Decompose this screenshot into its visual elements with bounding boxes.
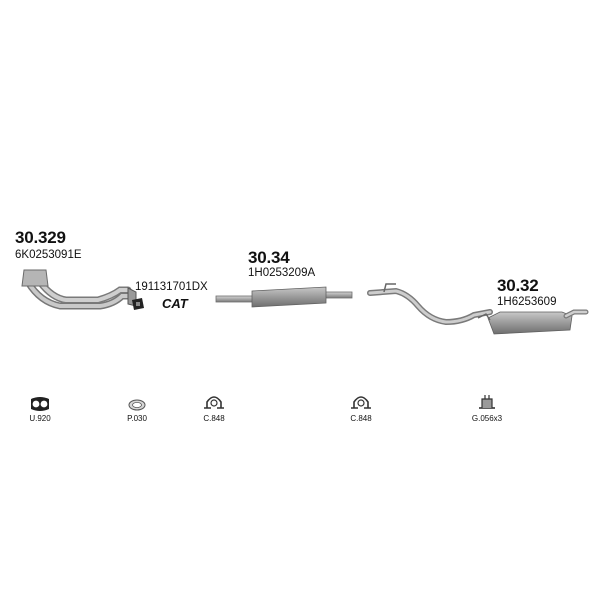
part-number-front-pipe: 30.329 [15,228,66,247]
clamp-icon [204,396,224,409]
accessory-label-clamp-1: C.848 [203,414,225,423]
accessory-label-rubber-mount: G.056x3 [471,414,503,423]
accessory-label-clamp-2: C.848 [350,414,372,423]
catalyst-label: CAT [162,296,188,311]
gasket-icon [31,397,49,411]
oem-number-rear-muffler: 1H6253609 [497,296,557,308]
part-number-rear-muffler: 30.32 [497,276,539,295]
clamp-icon [351,396,371,409]
catalyst-code: 191131701DX [135,281,208,293]
catalyst-flange-icon [132,298,144,310]
accessory-label-gasket: U.920 [29,414,51,423]
oem-number-front-pipe: 6K0253091E [15,249,82,261]
oem-number-middle-muffler: 1H0253209A [248,267,316,279]
accessory-label-ring-gasket: P.030 [127,414,147,423]
ring-gasket-icon [128,399,146,411]
rubber-mount-icon [479,395,495,409]
part-number-middle-muffler: 30.34 [248,248,290,267]
